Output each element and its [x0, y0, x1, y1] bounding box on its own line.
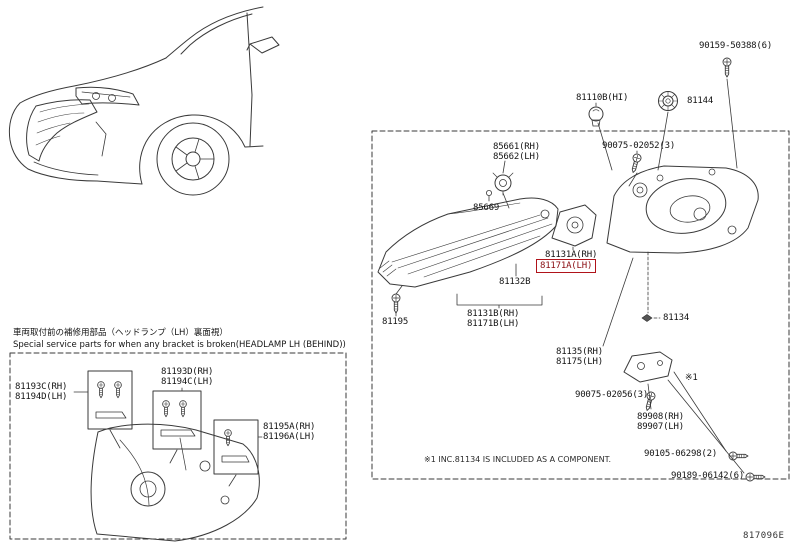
screw-icon — [722, 57, 732, 78]
special-parts-boundary — [9, 352, 347, 540]
screw-icon — [745, 472, 766, 482]
side-mirror — [246, 36, 280, 54]
vehicle-illustration — [8, 6, 280, 196]
headlamp-rear-panel-drawing — [90, 423, 260, 542]
figure-code: 817096E — [743, 531, 785, 541]
special-parts-note-jp: 車両取付前の補修用部品（ヘッドランプ（LH）裏面視） — [13, 328, 228, 338]
part-label-90075-02052[interactable]: 90075-02052(3) — [602, 141, 676, 151]
leader-lines — [395, 78, 745, 474]
part-label-90159-50388[interactable]: 90159-50388(6) — [699, 41, 773, 51]
special-parts-drawing — [73, 370, 263, 542]
main-assembly-boundary — [371, 130, 790, 480]
part-label-81144[interactable]: 81144 — [687, 96, 714, 106]
part-label-90189-06142[interactable]: 90189-06142(6) — [671, 471, 745, 481]
grommet-icon — [658, 91, 678, 111]
part-label-81135[interactable]: 81135(RH) 81175(LH) — [556, 347, 603, 367]
part-label-81132B[interactable]: 81132B — [499, 277, 531, 287]
headlamp-housing-drawing — [606, 165, 759, 254]
headlamp-bracket-drawing — [551, 204, 597, 247]
front-wheel — [156, 122, 230, 196]
part-label-81195A[interactable]: 81195A(RH) 81196A(LH) — [263, 422, 316, 442]
spindle-grille — [26, 99, 98, 162]
part-label-90105-06298[interactable]: 90105-06298(2) — [644, 449, 718, 459]
part-label-85669[interactable]: 85669 — [473, 203, 500, 213]
component-footnote: ※1 INC.81134 IS INCLUDED AS A COMPONENT. — [424, 455, 612, 464]
part-label-89908[interactable]: 89908(RH) 89907(LH) — [637, 412, 684, 432]
part-label-81195[interactable]: 81195 — [382, 317, 409, 327]
bumper-detail — [95, 121, 107, 157]
part-label-85661[interactable]: 85661(RH) 85662(LH) — [493, 142, 540, 162]
retainer-bracket-drawing — [623, 351, 673, 383]
part-label-81131A[interactable]: 81131A(RH) — [545, 250, 598, 260]
part-label-81193C[interactable]: 81193C(RH) 81194D(LH) — [15, 382, 68, 402]
small-bulb-icon — [485, 189, 492, 202]
screw-icon — [628, 152, 643, 175]
screw-icon — [391, 293, 401, 314]
bolt-icon — [728, 451, 749, 461]
part-label-81131B[interactable]: 81131B(RH) 81171B(LH) — [467, 309, 520, 329]
special-parts-note-en: Special service parts for when any brack… — [13, 340, 346, 350]
part-label-90075-02056[interactable]: 90075-02056(3) — [575, 390, 649, 400]
footnote-ref-marker: ※1 — [685, 373, 698, 383]
part-label-81193D[interactable]: 81193D(RH) 81194C(LH) — [161, 367, 214, 387]
part-label-81171A-highlighted[interactable]: 81171A(LH) — [536, 259, 597, 273]
part-label-81110B[interactable]: 81110B(HI) — [576, 93, 629, 103]
clip-icon — [641, 314, 653, 322]
headlamp-on-vehicle — [75, 86, 140, 106]
part-label-81134[interactable]: 81134 — [663, 313, 690, 323]
bulb-icon — [588, 106, 604, 127]
socket-icon — [492, 172, 514, 196]
headlamp-lens-drawing — [377, 197, 559, 288]
